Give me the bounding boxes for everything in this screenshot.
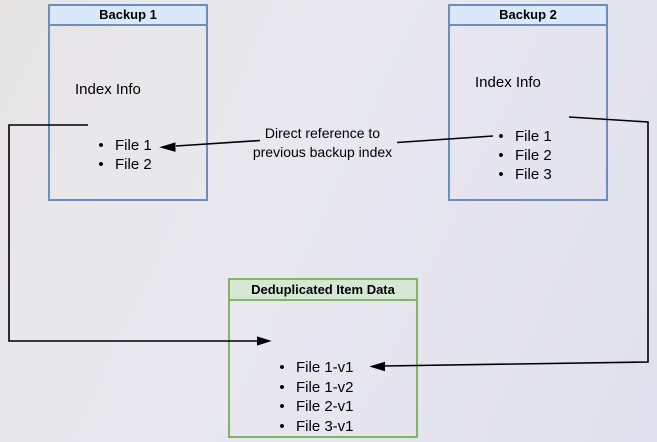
file-label: File 2 (115, 156, 152, 173)
bullet-icon: • (498, 128, 504, 145)
dedup-title: Deduplicated Item Data (230, 280, 416, 301)
dedup-file-item: • File 2-v1 (275, 397, 354, 417)
bullet-icon: • (498, 166, 504, 183)
backup2-index-info-label: Index Info (475, 74, 541, 91)
bullet-icon: • (98, 156, 104, 173)
file-label: File 2-v1 (296, 398, 354, 415)
bullet-icon: • (279, 378, 285, 396)
annotation-line1: Direct reference to (264, 125, 381, 141)
bullet-icon: • (279, 417, 285, 435)
file-label: File 3-v1 (296, 417, 354, 435)
file-label: File 1-v2 (296, 378, 354, 396)
bullet-icon: • (279, 398, 285, 415)
backup2-file-item: • File 1 (494, 127, 552, 146)
file-label: File 2 (515, 147, 552, 164)
backup2-title: Backup 2 (450, 6, 606, 26)
backup1-file-list: • File 1 • File 2 (94, 136, 152, 174)
dedup-file-list: • File 1-v1 • File 1-v2 • File 2-v1 • Fi… (275, 358, 354, 437)
dedup-box: Deduplicated Item Data • File 1-v1 • Fil… (228, 278, 418, 438)
file-label: File 1-v1 (296, 359, 354, 376)
file-label: File 3 (515, 166, 552, 183)
file-label: File 1 (515, 128, 552, 145)
backup1-box: Backup 1 Index Info • File 1 • File 2 (48, 4, 208, 201)
file-label: File 1 (115, 137, 152, 154)
backup2-file-item: • File 2 (494, 146, 552, 165)
backup1-file-item: • File 2 (94, 155, 152, 174)
bullet-icon: • (279, 359, 285, 376)
backup1-file-item: • File 1 (94, 136, 152, 155)
dedup-file-item: • File 3-v1 (275, 417, 354, 437)
annotation-line2: previous backup index (252, 144, 393, 160)
dedup-file-item: • File 1-v1 (275, 358, 354, 378)
backup2-file-list: • File 1 • File 2 • File 3 (494, 127, 552, 184)
bullet-icon: • (98, 137, 104, 154)
annotation-direct-reference: Direct reference to previous backup inde… (240, 124, 405, 162)
backup1-index-info-label: Index Info (75, 81, 141, 98)
bullet-icon: • (498, 147, 504, 164)
backup2-file-item: • File 3 (494, 165, 552, 184)
backup2-box: Backup 2 Index Info • File 1 • File 2 • … (448, 4, 608, 201)
dedup-file-item: • File 1-v2 (275, 378, 354, 398)
backup1-title: Backup 1 (50, 6, 206, 26)
